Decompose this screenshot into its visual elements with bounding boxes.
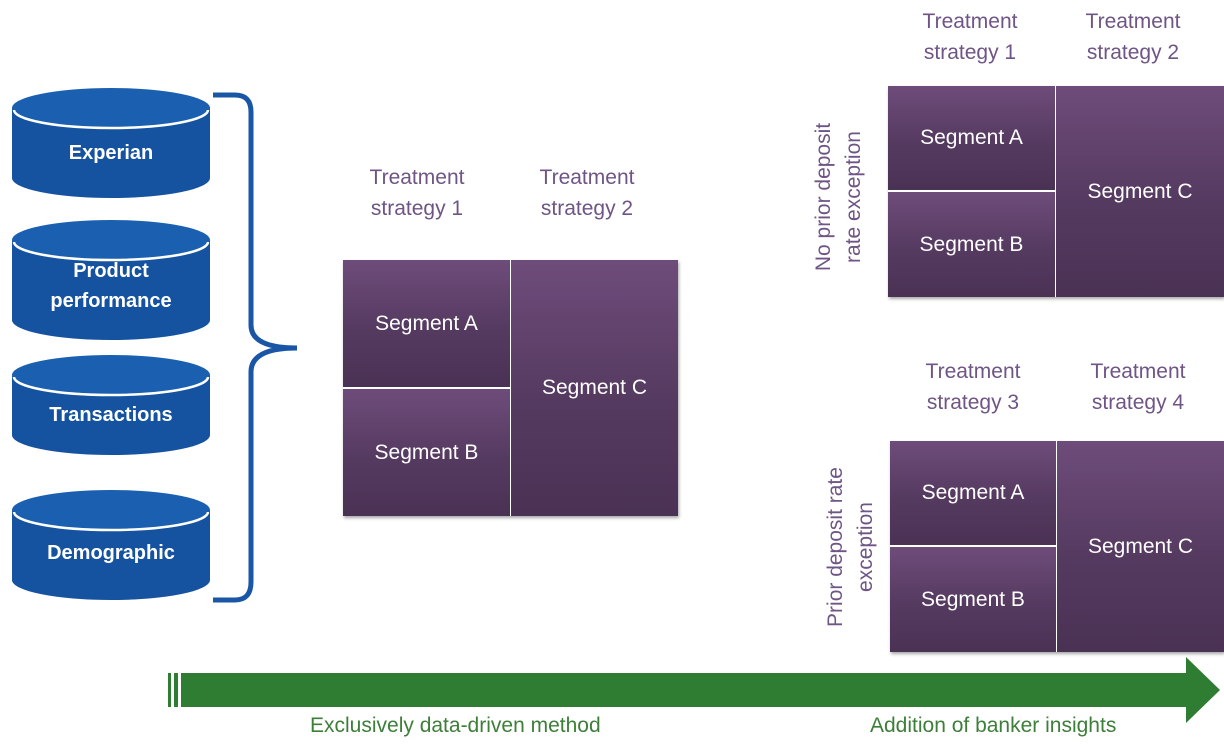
top-right-header-1: Treatment strategy 1 <box>922 10 1018 64</box>
middle-segment-b: Segment B <box>343 389 510 516</box>
bottom-right-segment-a: Segment A <box>890 441 1056 545</box>
arrow-left-label: Exclusively data-driven method <box>310 714 601 737</box>
arrow-right-label: Addition of banker insights <box>870 714 1117 737</box>
bottom-right-segment-matrix: Segment A Segment B Segment C <box>890 441 1224 652</box>
bottom-right-header-2: Treatment strategy 4 <box>1090 360 1186 414</box>
curly-bracket <box>213 92 298 603</box>
database-transactions: Transactions <box>12 355 210 455</box>
database-label: Product performance <box>50 260 172 312</box>
progress-arrow <box>168 657 1220 723</box>
database-icon <box>12 220 210 340</box>
database-icon <box>12 490 210 600</box>
middle-header-1: Treatment strategy 1 <box>369 166 465 220</box>
database-experian: Experian <box>12 88 210 198</box>
database-product-performance: Product performance <box>12 220 210 340</box>
bottom-right-segment-c: Segment C <box>1057 441 1224 652</box>
middle-segment-a: Segment A <box>343 260 510 387</box>
top-right-segment-b: Segment B <box>888 192 1055 297</box>
database-demographic: Demographic <box>12 490 210 600</box>
middle-segment-matrix: Segment A Segment B Segment C <box>343 260 678 516</box>
bottom-right-segment-b: Segment B <box>890 547 1056 652</box>
database-icon <box>12 88 210 198</box>
database-label: Experian <box>68 142 154 164</box>
top-right-side-label: No prior deposit rate exception <box>812 122 865 272</box>
bottom-right-side-label: Prior deposit rate exception <box>824 467 877 627</box>
database-icon <box>12 355 210 455</box>
middle-header-2: Treatment strategy 2 <box>539 166 635 220</box>
database-label: Demographic <box>47 542 175 564</box>
top-right-segment-a: Segment A <box>888 86 1055 190</box>
top-right-segment-c: Segment C <box>1056 86 1224 297</box>
middle-segment-c: Segment C <box>511 260 678 516</box>
bottom-right-header-1: Treatment strategy 3 <box>925 360 1021 414</box>
database-label: Transactions <box>49 404 173 426</box>
top-right-header-2: Treatment strategy 2 <box>1085 10 1181 64</box>
top-right-segment-matrix: Segment A Segment B Segment C <box>888 86 1224 297</box>
